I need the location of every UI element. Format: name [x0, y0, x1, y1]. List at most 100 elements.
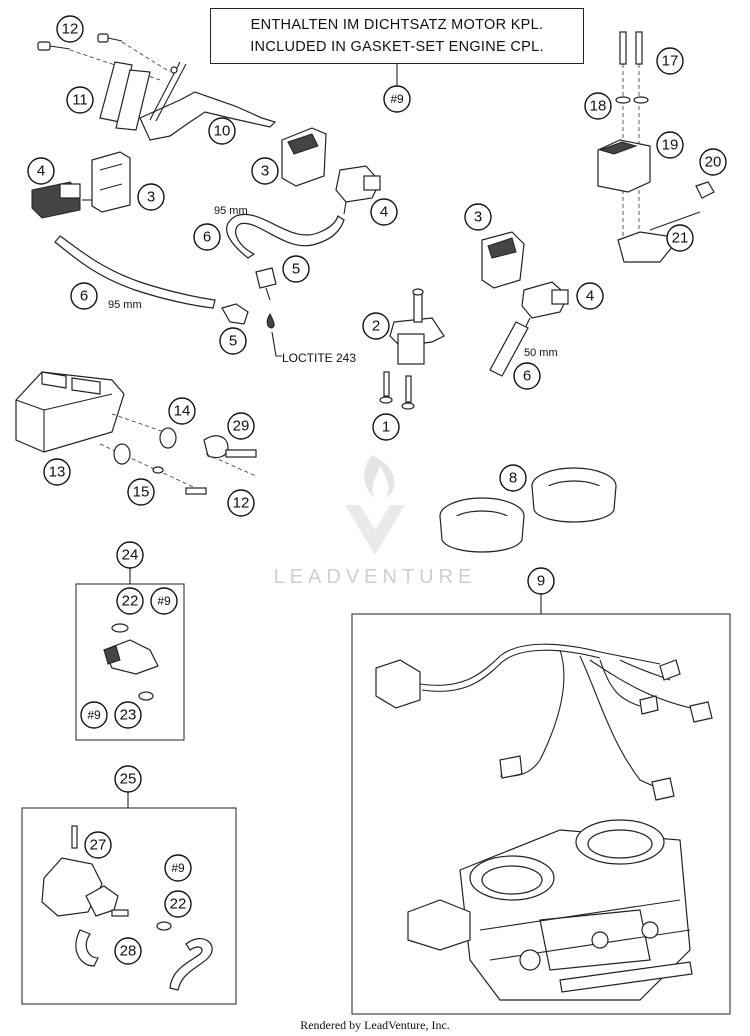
- svg-text:6: 6: [523, 368, 531, 385]
- gasket-set-note: ENTHALTEN IM DICHTSATZ MOTOR KPL. INCLUD…: [210, 8, 584, 64]
- callout-3-left: 3: [137, 183, 165, 211]
- svg-text:22: 22: [170, 896, 187, 913]
- svg-text:5: 5: [292, 261, 300, 278]
- part-ecu-13: [15, 371, 125, 453]
- part-sensor-4-right: [521, 281, 569, 327]
- part-throttle-body: [407, 819, 693, 1001]
- svg-text:4: 4: [380, 204, 388, 221]
- part-screws-1: [379, 371, 415, 410]
- svg-text:4: 4: [37, 163, 45, 180]
- part-hose-6-center: [226, 213, 345, 259]
- svg-text:29: 29: [233, 418, 250, 435]
- callout-20: 20: [699, 148, 727, 176]
- footer-credit: Rendered by LeadVenture, Inc.: [300, 1018, 450, 1032]
- callout-gasket-set: #9: [383, 85, 411, 113]
- part-bracket-3-right: [481, 231, 525, 289]
- svg-text:15: 15: [133, 484, 150, 501]
- callout-12-bottom: 12: [227, 489, 255, 517]
- svg-text:#9: #9: [390, 92, 404, 106]
- svg-text:8: 8: [509, 470, 517, 487]
- svg-text:1: 1: [382, 419, 390, 436]
- callout-29: 29: [227, 412, 255, 440]
- part-bracket-assembly-19-21: [597, 31, 715, 263]
- svg-text:24: 24: [122, 547, 139, 564]
- callout-9-throttle: 9: [527, 567, 555, 595]
- part-plate-10: [139, 61, 277, 141]
- callout-28: 28: [114, 937, 142, 965]
- hose-length-right: 50 mm: [524, 347, 558, 359]
- svg-text:3: 3: [147, 189, 155, 206]
- callout-5-lower: 5: [219, 327, 247, 355]
- svg-text:19: 19: [662, 137, 679, 154]
- svg-text:#9: #9: [87, 708, 101, 722]
- callout-4-left: 4: [27, 157, 55, 185]
- svg-text:13: 13: [49, 464, 66, 481]
- svg-text:22: 22: [122, 593, 139, 610]
- callout-11: 11: [66, 86, 94, 114]
- svg-text:10: 10: [214, 123, 231, 140]
- part-hose-6-left: [54, 235, 216, 309]
- svg-text:3: 3: [474, 209, 482, 226]
- callout-3-center: 3: [251, 157, 279, 185]
- svg-text:25: 25: [120, 771, 137, 788]
- callout-gasket-injector-top: #9: [150, 587, 178, 615]
- callout-23: 23: [114, 701, 142, 729]
- part-screws-12: [37, 33, 171, 81]
- svg-text:12: 12: [62, 21, 79, 38]
- part-hose-6-right: [489, 321, 529, 377]
- part-sensor-2: [389, 288, 445, 365]
- svg-text:4: 4: [586, 288, 594, 305]
- callout-2: 2: [362, 312, 390, 340]
- callout-1: 1: [372, 413, 400, 441]
- svg-text:2: 2: [372, 318, 380, 335]
- watermark-logo: [345, 455, 405, 555]
- part-bracket-3-left: [91, 151, 131, 213]
- callout-18: 18: [584, 92, 612, 120]
- loctite-label: LOCTITE 243: [282, 351, 356, 365]
- svg-text:14: 14: [174, 403, 191, 420]
- callout-22-actuator: 22: [164, 890, 192, 918]
- part-sensor-4-left: [31, 181, 92, 219]
- svg-text:17: 17: [662, 53, 679, 70]
- hose-length-top: 95 mm: [214, 205, 248, 217]
- idle-actuator-box: [21, 807, 237, 1005]
- part-sensor-4-center: [335, 165, 381, 215]
- gasket-note-line1: ENTHALTEN IM DICHTSATZ MOTOR KPL.: [250, 17, 544, 33]
- callout-6-left: 6: [70, 282, 98, 310]
- callout-21: 21: [666, 224, 694, 252]
- svg-text:#9: #9: [157, 594, 171, 608]
- callout-22-injector: 22: [116, 587, 144, 615]
- svg-text:28: 28: [120, 943, 137, 960]
- part-wiring-harness: [375, 643, 713, 801]
- part-fittings-5: [221, 267, 282, 357]
- part-bracket-11: [99, 61, 151, 131]
- callout-5-upper: 5: [282, 255, 310, 283]
- svg-text:6: 6: [203, 229, 211, 246]
- callout-13: 13: [43, 458, 71, 486]
- callout-4-center: 4: [370, 198, 398, 226]
- callout-3-right: 3: [464, 203, 492, 231]
- svg-text:20: 20: [705, 154, 722, 171]
- svg-text:11: 11: [72, 92, 88, 109]
- svg-text:5: 5: [229, 333, 237, 350]
- part-idle-actuator-27-28: [41, 825, 213, 991]
- callout-15: 15: [127, 478, 155, 506]
- callout-6-right: 6: [513, 362, 541, 390]
- svg-text:6: 6: [80, 288, 88, 305]
- callout-gasket-injector-bottom: #9: [80, 701, 108, 729]
- svg-text:9: 9: [537, 573, 545, 590]
- gasket-note-line2: INCLUDED IN GASKET-SET ENGINE CPL.: [250, 39, 544, 55]
- callout-4-right: 4: [576, 282, 604, 310]
- watermark-text: LEADVENTURE: [273, 566, 477, 588]
- callout-14: 14: [168, 397, 196, 425]
- svg-text:23: 23: [120, 707, 137, 724]
- svg-text:12: 12: [233, 495, 250, 512]
- callout-19: 19: [656, 131, 684, 159]
- hose-length-left: 95 mm: [108, 299, 142, 311]
- callout-gasket-actuator: #9: [164, 854, 192, 882]
- part-intake-rings-8: [439, 467, 617, 553]
- svg-text:18: 18: [590, 98, 607, 115]
- part-injector-22-23: [103, 623, 159, 701]
